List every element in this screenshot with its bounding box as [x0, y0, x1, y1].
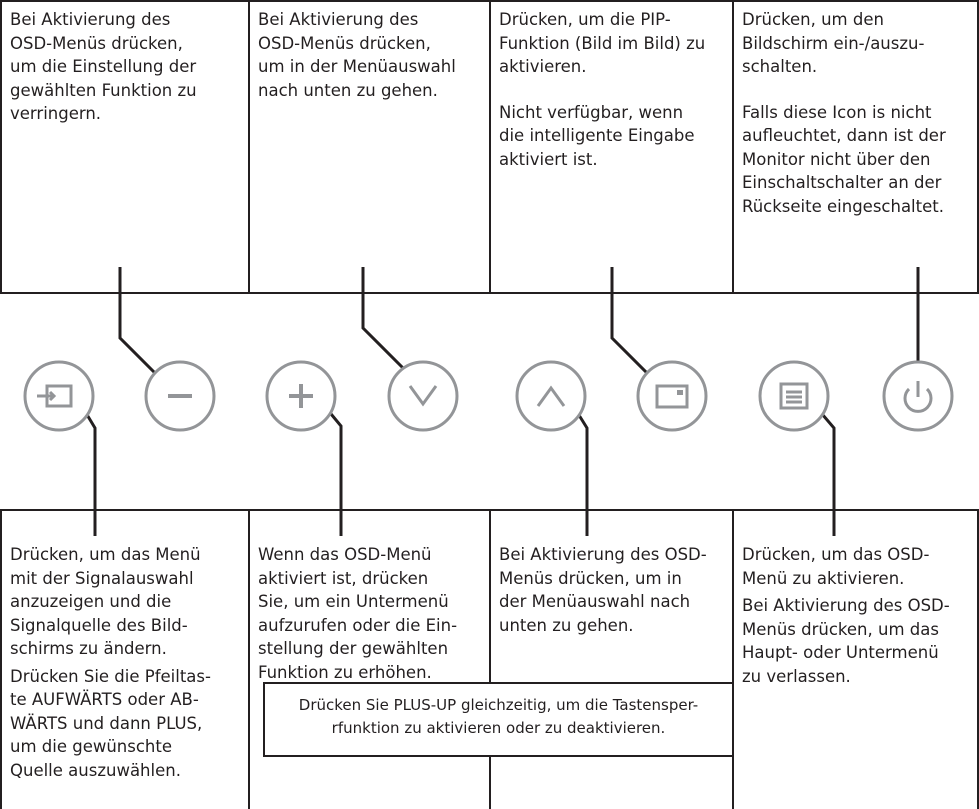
buttons [23, 360, 954, 432]
callout-box-menu: Drücken, um das OSD- Menü zu aktivieren.… [732, 509, 979, 809]
leader-line-pip [610, 267, 660, 386]
menu-icon [779, 382, 809, 410]
menu-button[interactable] [758, 360, 830, 432]
callout-text-pip-1: Drücken, um die PIP- Funktion (Bild im B… [499, 10, 706, 76]
chevron-down-icon [408, 385, 438, 407]
power-icon [903, 381, 933, 413]
callout-text-up: Bei Aktivierung des OSD- Menüs drücken, … [499, 545, 707, 635]
callout-text-down: Bei Aktivierung des OSD-Menüs drücken, u… [258, 10, 456, 100]
callout-text-plus: Wenn das OSD-Menü aktiviert ist, drücken… [258, 545, 458, 682]
callout-text-input-1: Drücken, um das Menü mit der Signalauswa… [10, 545, 201, 658]
minus-button[interactable] [144, 360, 216, 432]
pip-button[interactable] [636, 360, 708, 432]
leader-line-down [361, 267, 416, 381]
chevron-up-icon [536, 385, 566, 407]
pip-icon [655, 384, 689, 409]
keylock-note: Drücken Sie PLUS-UP gleichzeitig, um die… [263, 682, 734, 757]
callout-text-menu-2: Bei Aktivierung des OSD- Menüs drücken, … [742, 596, 950, 686]
callout-text-power-1: Drücken, um den Bildschirm ein-/auszu- s… [742, 10, 925, 76]
callout-box-power: Drücken, um den Bildschirm ein-/auszu- s… [732, 0, 979, 294]
power-button[interactable] [882, 360, 954, 432]
input-icon [37, 384, 73, 408]
callout-box-down: Bei Aktivierung des OSD-Menüs drücken, u… [248, 0, 491, 294]
plus-button[interactable] [265, 360, 337, 432]
callout-box-plus: Wenn das OSD-Menü aktiviert ist, drücken… [248, 509, 491, 809]
callout-box-minus: Bei Aktivierung des OSD-Menüs drücken, u… [0, 0, 250, 294]
callout-text-pip-2: Nicht verfügbar, wenn die intelligente E… [499, 102, 695, 169]
callout-box-up: Bei Aktivierung des OSD- Menüs drücken, … [489, 509, 734, 809]
leader-line-minus [118, 267, 165, 383]
plus-icon [289, 384, 313, 408]
callout-text-minus: Bei Aktivierung des OSD-Menüs drücken, u… [10, 10, 197, 123]
callout-text-menu-1: Drücken, um das OSD- Menü zu aktivieren. [742, 545, 930, 588]
down-button[interactable] [387, 360, 459, 432]
callout-text-power-2: Falls diese Icon is nicht aufleuchtet, d… [742, 102, 946, 216]
up-button[interactable] [515, 360, 587, 432]
input-select-button[interactable] [23, 360, 95, 432]
callout-text-input-2: Drücken Sie die Pfeiltas- te AUFWÄRTS od… [10, 666, 211, 780]
